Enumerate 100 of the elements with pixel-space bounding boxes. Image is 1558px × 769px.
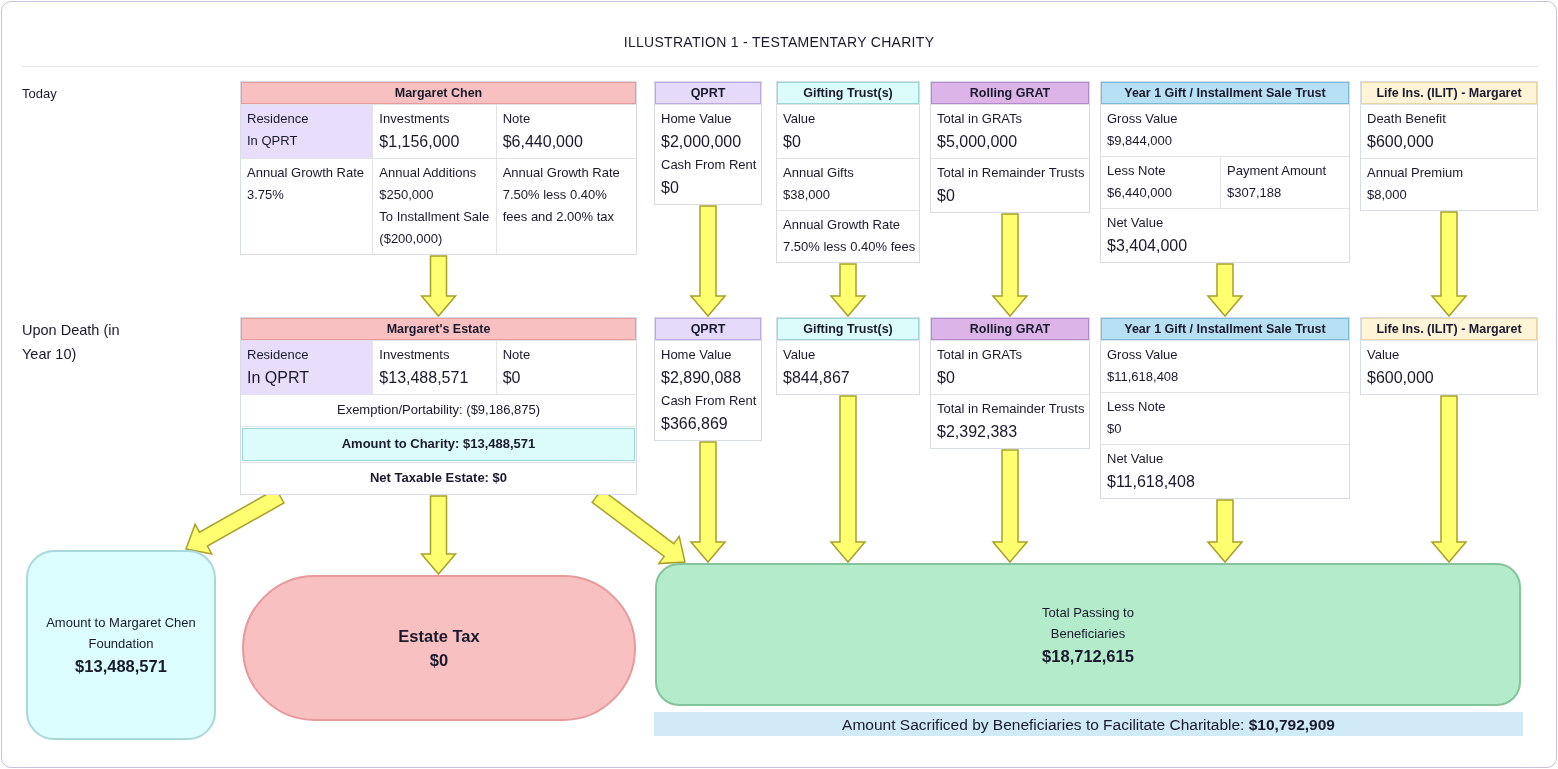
field-label: Total in Remainder Trusts (937, 164, 1085, 182)
trust-card (1360, 317, 1538, 395)
field-label: Annual Gifts (783, 164, 855, 182)
field-value: $0 (661, 178, 680, 198)
field-label: Death Benefit (1367, 110, 1447, 128)
field-value: $0 (937, 186, 956, 206)
field-value: $0 (1107, 420, 1123, 438)
field-label: Payment Amount (1227, 162, 1328, 180)
field-value: $600,000 (1367, 368, 1435, 388)
field-label: Cash From Rent (661, 156, 757, 174)
card-header: Rolling GRAT (931, 82, 1089, 104)
block-arrow (829, 263, 867, 318)
field-value: $6,440,000 (1107, 184, 1174, 202)
field-value: $0 (502, 368, 522, 388)
field-label: Gross Value (1107, 110, 1179, 128)
field-label: Gross Value (1107, 346, 1179, 364)
summary-line: Amount to Charity: $13,488,571 (340, 435, 537, 453)
trust-card (930, 317, 1090, 449)
trust-card (654, 317, 762, 441)
sacrifice-banner (654, 712, 1523, 736)
trust-card (930, 81, 1090, 213)
card-header: Gifting Trust(s) (777, 82, 919, 104)
trust-card (240, 317, 637, 495)
field-label: Value (783, 346, 817, 364)
field-value: $2,392,383 (937, 422, 1019, 442)
field-value: $13,488,571 (379, 368, 470, 388)
field-value: $3,404,000 (1107, 236, 1189, 256)
field-value: $6,440,000 (502, 132, 584, 152)
card-header: Life Ins. (ILIT) - Margaret (1361, 82, 1537, 104)
card-header: Rolling GRAT (931, 318, 1089, 340)
field-label: Annual Growth Rate (783, 216, 902, 234)
block-arrow (991, 449, 1029, 564)
row-label: Today (22, 85, 58, 103)
block-arrow (1430, 211, 1468, 318)
field-value: ($200,000) (379, 230, 444, 248)
field-value: $250,000 (379, 186, 435, 204)
field-value: $600,000 (1367, 132, 1435, 152)
block-arrow (419, 255, 458, 318)
field-value: $0 (783, 132, 802, 152)
block-arrow (1206, 499, 1244, 564)
field-value: $2,890,088 (661, 368, 743, 388)
field-value: 7.50% less 0.40% fees (783, 238, 915, 256)
banner-text: Amount Sacrificed by Beneficiaries to Facilitate Charitable: $10,792,909 (842, 714, 1335, 735)
trust-card (240, 81, 637, 255)
diagram-title: ILLUSTRATION 1 - TESTAMENTARY CHARITY (622, 34, 936, 50)
field-label: Total in GRATs (937, 110, 1023, 128)
field-label: Annual Growth Rate (502, 164, 621, 182)
field-label: Investments (379, 346, 451, 364)
trust-card (1100, 81, 1350, 263)
block-arrow (1430, 395, 1468, 564)
amount-value: $0 (429, 650, 449, 671)
trust-card (1360, 81, 1538, 211)
field-label: Net Value (1107, 450, 1165, 468)
field-label: Total in GRATs (937, 346, 1023, 364)
field-label: Annual Growth Rate (247, 164, 366, 182)
field-value: In QPRT (247, 132, 299, 150)
field-label: Investments (379, 110, 451, 128)
block-arrow (829, 395, 867, 564)
box-caption: Amount to Margaret Chen Foundation (45, 614, 197, 653)
total-passing-box (655, 563, 1521, 706)
card-header: QPRT (655, 82, 761, 104)
card-header: Gifting Trust(s) (777, 318, 919, 340)
block-arrow (1206, 263, 1244, 318)
card-header: QPRT (655, 318, 761, 340)
field-label: Value (1367, 346, 1401, 364)
field-label: Cash From Rent (661, 392, 757, 410)
trust-card (776, 81, 920, 263)
trust-card (776, 317, 920, 395)
field-value: 7.50% less 0.40% fees and 2.00% tax (502, 186, 615, 226)
box-caption: Estate Tax (398, 626, 480, 647)
block-arrow (991, 213, 1029, 318)
card-header: Margaret's Estate (241, 318, 636, 340)
field-label: Home Value (661, 346, 733, 364)
field-value: $8,000 (1367, 186, 1408, 204)
field-value: $11,618,408 (1107, 368, 1180, 386)
field-value: $0 (937, 368, 956, 388)
field-label: Note (502, 346, 532, 364)
field-label: Home Value (661, 110, 733, 128)
field-label: Residence (247, 110, 310, 128)
field-label: Residence (247, 346, 310, 364)
field-label: Annual Premium (1367, 164, 1465, 182)
amount-value: $18,712,615 (1042, 645, 1134, 667)
field-value: $2,000,000 (661, 132, 743, 152)
field-label: Value (783, 110, 817, 128)
summary-line: Exemption/Portability: ($9,186,875) (335, 401, 542, 419)
field-value: $9,844,000 (1107, 132, 1174, 150)
amount-value: $13,488,571 (75, 656, 167, 677)
card-header: Margaret Chen (241, 82, 636, 104)
field-label: Less Note (1107, 398, 1167, 416)
field-label: Note (502, 110, 532, 128)
summary-line: Net Taxable Estate: $0 (368, 469, 508, 487)
trust-card (1100, 317, 1350, 499)
block-arrow (689, 441, 727, 564)
field-label: Net Value (1107, 214, 1165, 232)
field-value: 3.75% (247, 186, 285, 204)
field-label: Total in Remainder Trusts (937, 400, 1085, 418)
field-label: To Installment Sale (379, 208, 490, 226)
field-value: $307,188 (1227, 184, 1283, 202)
foundation-box (26, 550, 216, 740)
row-label: Upon Death (in Year 10) (22, 321, 121, 364)
